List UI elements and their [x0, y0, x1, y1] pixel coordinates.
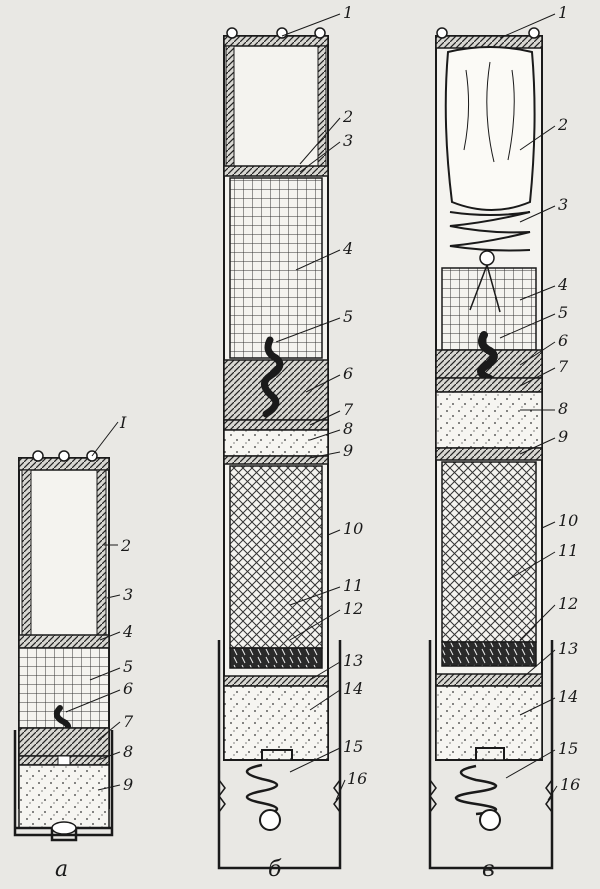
label-b-9: 9: [343, 441, 353, 460]
label-a-7: 7: [123, 712, 134, 731]
label-b-6: 6: [343, 364, 353, 383]
label-v-4: 4: [557, 275, 568, 294]
label-v-2: 2: [557, 115, 568, 134]
label-a-1: I: [119, 413, 127, 432]
label-b-8: 8: [343, 419, 353, 438]
label-b-13: 13: [343, 651, 363, 670]
label-b-1: 1: [343, 3, 353, 22]
label-a-6: 6: [123, 679, 133, 698]
label-a-2: 2: [120, 536, 131, 555]
label-b-15: 15: [343, 737, 363, 756]
labels-a: [65, 421, 121, 791]
label-v-11: 11: [558, 541, 578, 560]
caption-v: в: [482, 857, 495, 882]
label-v-9: 9: [558, 427, 568, 446]
label-b-16: 16: [347, 769, 367, 788]
label-a-4: 4: [122, 622, 133, 641]
label-v-15: 15: [558, 739, 578, 758]
caption-b: б: [268, 857, 282, 882]
label-b-3: 3: [343, 131, 353, 150]
label-a-9: 9: [123, 775, 133, 794]
label-v-8: 8: [558, 399, 568, 418]
label-v-12: 12: [558, 594, 578, 613]
label-v-10: 10: [558, 511, 578, 530]
labels-v: [499, 13, 558, 801]
caption-a: а: [55, 857, 68, 882]
label-b-11: 11: [343, 576, 363, 595]
label-v-13: 13: [558, 639, 578, 658]
label-b-4: 4: [342, 239, 353, 258]
cartridge-v: [428, 27, 554, 870]
label-a-5: 5: [123, 657, 133, 676]
label-a-8: 8: [123, 742, 133, 761]
label-b-10: 10: [343, 519, 363, 538]
label-b-2: 2: [342, 107, 353, 126]
label-v-5: 5: [558, 303, 568, 322]
label-v-14: 14: [558, 687, 578, 706]
label-v-7: 7: [558, 357, 569, 376]
label-v-16: 16: [560, 775, 580, 794]
label-v-3: 3: [558, 195, 568, 214]
cartridge-b: [217, 27, 342, 870]
labels-b: [275, 13, 346, 801]
label-b-12: 12: [343, 599, 363, 618]
cartridge-a: [13, 450, 114, 842]
label-b-14: 14: [343, 679, 363, 698]
label-v-1: 1: [558, 3, 568, 22]
label-a-3: 3: [123, 585, 133, 604]
label-b-5: 5: [343, 307, 353, 326]
label-v-6: 6: [558, 331, 568, 350]
label-b-7: 7: [343, 400, 354, 419]
